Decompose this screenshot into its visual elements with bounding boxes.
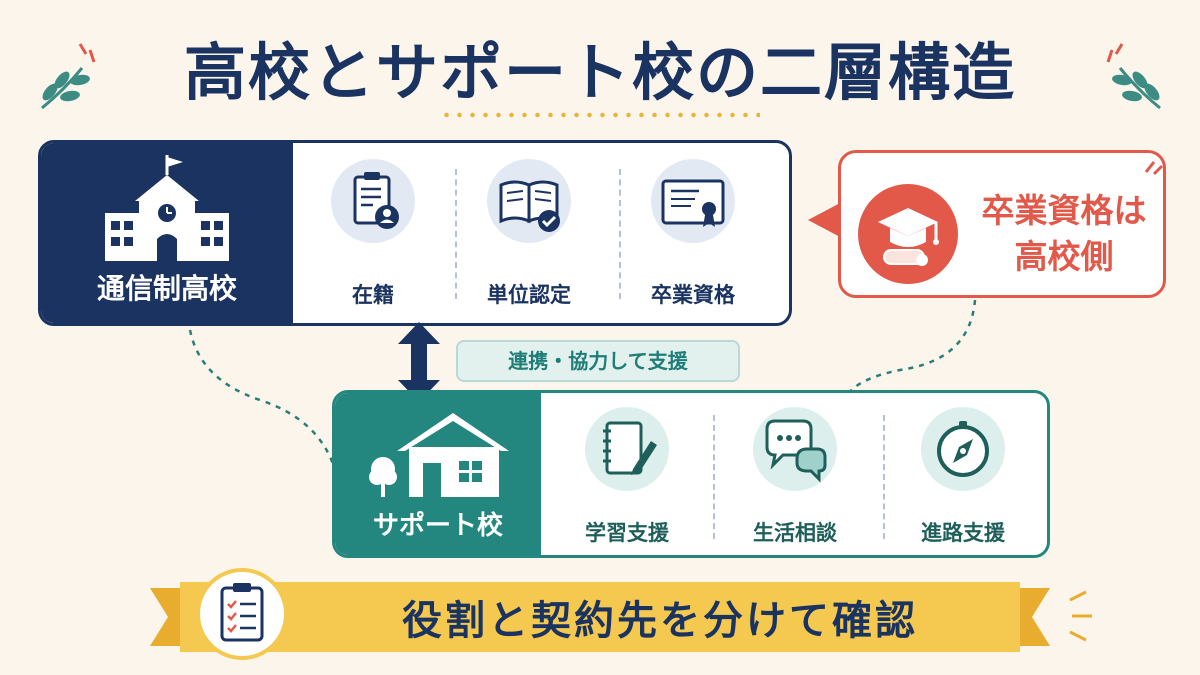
support-school-name: サポート校 [372, 511, 503, 541]
high-school-item-diploma: 卒業資格 [651, 283, 735, 307]
divider [455, 169, 457, 299]
house-with-tree-icon [369, 413, 509, 497]
callout-line-1: 卒業資格は [981, 191, 1147, 230]
divider [713, 415, 715, 539]
double-arrow-icon [398, 322, 440, 402]
life-consult-icon-circle [753, 407, 837, 491]
support-school-header: サポート校 [335, 393, 541, 555]
support-item-life: 生活相談 [753, 521, 837, 545]
checklist-clipboard-icon [220, 583, 264, 642]
bottom-ribbon [150, 582, 1050, 652]
open-book-check-icon [499, 180, 560, 232]
support-item-study: 学習支援 [585, 521, 669, 545]
career-support-icon-circle [921, 407, 1005, 491]
diploma-icon-circle [651, 159, 735, 243]
banner-sparkle-icon [1069, 590, 1092, 642]
high-school-name: 通信制高校 [96, 272, 237, 305]
title-underline-dots [440, 112, 760, 118]
banner-text: 役割と契約先を分けて確認 [402, 598, 918, 644]
notebook-pencil-icon [603, 421, 657, 475]
enrollment-icon-circle [331, 159, 415, 243]
clipboard-user-icon [353, 172, 399, 229]
decor-right-leaves-icon [1106, 43, 1161, 110]
high-school-header: 通信制高校 [41, 143, 293, 323]
high-school-card: 通信制高校 在籍 単位認定 [38, 140, 792, 326]
checklist-icon-circle [196, 568, 288, 660]
support-school-card: サポート校 学習支援 生活相談 進路支援 [332, 390, 1050, 558]
certificate-icon [661, 179, 725, 227]
collaboration-label: 連携・協力して支援 [456, 340, 740, 382]
study-support-icon-circle [585, 407, 669, 491]
compass-icon [937, 421, 989, 477]
high-school-item-enrollment: 在籍 [352, 283, 394, 307]
credit-icon-circle [487, 159, 571, 243]
callout-text: 卒業資格は 高校側 [966, 188, 1162, 280]
callout-pointer [808, 202, 842, 238]
decor-left-leaves-icon [41, 43, 96, 110]
high-school-item-credit: 単位認定 [487, 283, 571, 307]
divider [619, 169, 621, 299]
callout-line-2: 高校側 [1014, 237, 1114, 276]
callout-sparkle-icon [1144, 161, 1164, 176]
support-item-career: 進路支援 [921, 521, 1005, 545]
divider [883, 415, 885, 539]
graduation-icon-circle [858, 184, 958, 284]
graduation-cap-diploma-icon [878, 208, 939, 266]
speech-bubbles-icon [765, 419, 827, 483]
page-title: 高校とサポート校の二層構造 [183, 36, 1016, 109]
school-building-icon [105, 155, 229, 261]
